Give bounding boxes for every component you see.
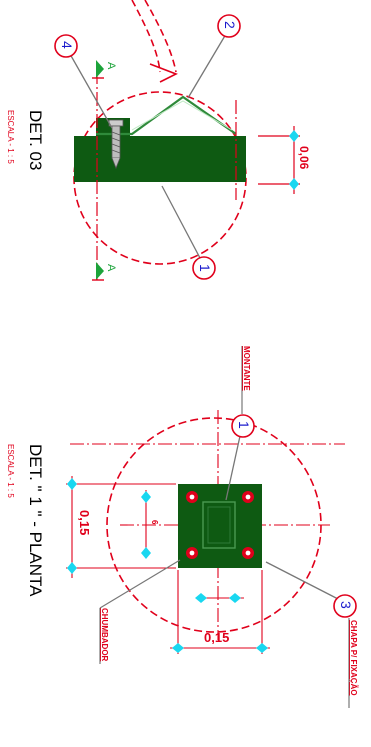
det1-post-inner <box>207 506 231 544</box>
callout-3: 3 CHAPA P/ FIXAÇÃO <box>265 561 358 708</box>
det1-dimension-horizontal: 0,15 <box>170 570 270 654</box>
montante-note: MONTANTE <box>241 346 251 414</box>
det03-title: DET. 03 <box>26 110 45 170</box>
montante-label: MONTANTE <box>242 346 251 391</box>
det1-scale: ESCALA - 1 : 5 <box>6 444 15 498</box>
det03-reference-arrow-2 <box>144 0 177 73</box>
section-mark-bottom-label: A <box>105 264 117 272</box>
det03-roof-profile-inner <box>131 100 233 131</box>
det03-base-section <box>74 136 246 182</box>
det03-dimension-006: 0,06 <box>258 126 311 194</box>
anchor-bolts <box>186 491 254 559</box>
det03-arrowhead <box>149 63 178 83</box>
det03-screw <box>108 119 124 170</box>
detail-1-planta: 0,15 6 0,15 1 MONTANTE <box>6 346 358 708</box>
det03-scale: ESCALA - 1 : 5 <box>6 110 15 164</box>
det1-dimension-horizontal-label: 0,15 <box>204 630 229 645</box>
chumbador-label: CHUMBADOR <box>100 608 109 662</box>
det1-dimension-vertical-label: 0,15 <box>77 510 92 535</box>
det1-post-outline <box>202 501 236 549</box>
chumbador-note: CHUMBADOR <box>99 559 181 664</box>
chapa-label: CHAPA P/ FIXAÇÃO <box>349 620 358 696</box>
det1-dimension-vertical: 0,15 6 <box>66 476 176 578</box>
det03-reference-arrow-1 <box>131 0 161 73</box>
callout-2-number: 2 <box>222 21 238 29</box>
section-mark-top: A <box>92 60 117 79</box>
section-mark-top-label: A <box>105 62 117 70</box>
det1-inner-dimension-mark: 6 <box>150 520 159 525</box>
section-mark-bottom: A <box>92 262 117 281</box>
det03-dimension-label: 0,06 <box>297 146 311 170</box>
callout-1-det1-number: 1 <box>236 421 252 429</box>
callout-1-det03: 1 <box>161 185 216 280</box>
detail-03: A A 0,06 2 4 <box>6 0 311 281</box>
callout-4-number: 4 <box>59 41 75 49</box>
det1-title: DET. " 1 " - PLANTA <box>26 444 45 597</box>
callout-2: 2 <box>187 14 241 99</box>
callout-3-number: 3 <box>338 601 354 609</box>
callout-1-det03-number: 1 <box>197 264 213 272</box>
callout-4: 4 <box>54 34 113 129</box>
callout-1-det1: 1 <box>225 414 255 501</box>
